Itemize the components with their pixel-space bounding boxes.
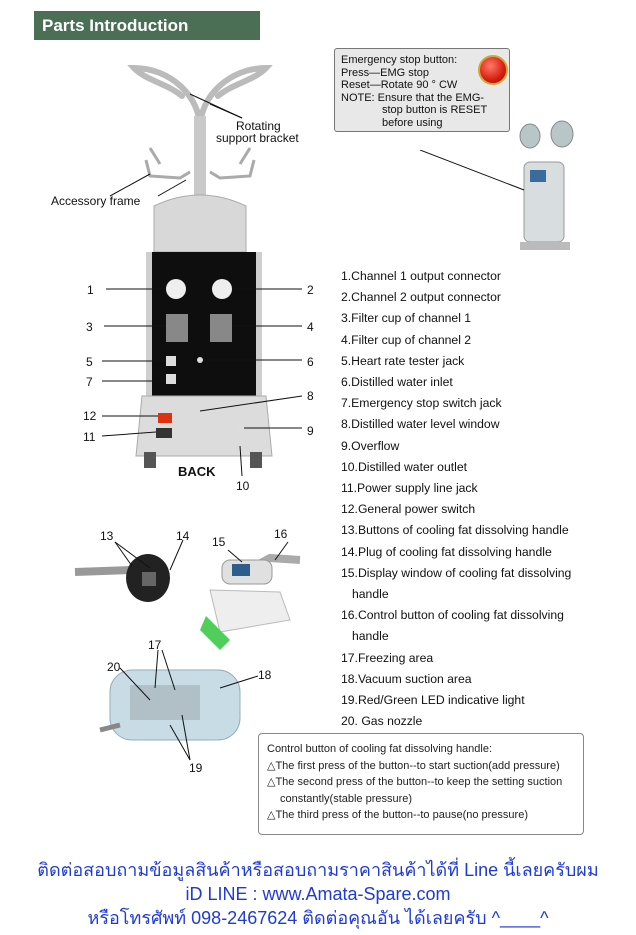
emergency-stop-icon: [478, 55, 508, 85]
control-title: Control button of cooling fat dissolving…: [267, 743, 493, 755]
list-item: 19.Red/Green LED indicative light: [341, 693, 525, 708]
back-label: BACK: [178, 464, 216, 479]
list-item: 13.Buttons of cooling fat dissolving han…: [341, 523, 569, 538]
callout-number: 6: [307, 355, 314, 369]
callout-number: 9: [307, 424, 314, 438]
support-bracket-label: support bracket: [216, 131, 299, 145]
callout-number: 7: [86, 375, 93, 389]
list-item: 2.Channel 2 output connector: [341, 290, 501, 305]
callout-number: 16: [274, 527, 288, 541]
list-item: 12.General power switch: [341, 502, 476, 517]
list-item: 6.Distilled water inlet: [341, 375, 453, 390]
list-item: 1.Channel 1 output connector: [341, 269, 501, 283]
list-item: 10.Distilled water outlet: [341, 459, 467, 474]
contact-line: ติดต่อสอบถามข้อมูลสินค้าหรือสอบถามราคาสิ…: [37, 860, 599, 880]
list-item: handle: [352, 629, 389, 644]
contact-footer: ติดต่อสอบถามข้อมูลสินค้าหรือสอบถามราคาสิ…: [0, 858, 636, 930]
list-item: 4.Filter cup of channel 2: [341, 332, 472, 347]
list-item: 16.Control button of cooling fat dissolv…: [341, 608, 564, 623]
list-item: 9.Overflow: [341, 438, 400, 453]
list-item: 11.Power supply line jack: [341, 481, 478, 496]
callout-number: 18: [258, 668, 272, 682]
callout-number: 15: [212, 535, 226, 549]
control-button-note: Control button of cooling fat dissolving…: [258, 733, 584, 835]
list-item: 7.Emergency stop switch jack: [341, 396, 502, 411]
machine-back-illustration: [101, 64, 303, 477]
list-item: 20. Gas nozzle: [341, 714, 423, 729]
callout-number: 10: [236, 479, 250, 493]
parts-list: 1.Channel 1 output connector 2.Channel 2…: [341, 266, 601, 732]
list-item: 17.Freezing area: [341, 650, 434, 665]
callout-number: 4: [307, 320, 314, 334]
callout-number: 14: [176, 529, 190, 543]
list-item: handle: [352, 587, 389, 602]
handle-illustrations: [74, 539, 301, 761]
contact-line: หรือโทรศัพท์ 098-2467624 ติดต่อคุณอัน ได…: [87, 908, 549, 928]
callout-number: 3: [86, 320, 93, 334]
list-item: 3.Filter cup of channel 1: [341, 311, 472, 326]
list-item: 18.Vacuum suction area: [341, 671, 472, 686]
callout-number: 20: [107, 660, 121, 674]
list-item: 5.Heart rate tester jack: [341, 353, 465, 368]
callout-number: 12: [83, 409, 97, 423]
list-item: 14.Plug of cooling fat dissolving handle: [341, 544, 552, 559]
leader-line: [420, 150, 525, 191]
callout-number: 1: [87, 283, 94, 297]
accessory-frame-label: Accessory frame: [51, 194, 141, 208]
callout-number: 8: [307, 389, 314, 403]
callout-number: 19: [189, 761, 203, 775]
callout-number: 11: [83, 430, 96, 444]
contact-line: iD LINE : www.Amata-Spare.com: [185, 884, 451, 904]
page-title: Parts Introduction: [34, 11, 260, 40]
callout-number: 2: [307, 283, 314, 297]
callout-number: 13: [100, 529, 114, 543]
rotating-label: Rotating: [236, 119, 281, 133]
emergency-stop-note: Emergency stop button: Press—EMG stop Re…: [334, 48, 510, 132]
list-item: 8.Distilled water level window: [341, 417, 500, 432]
callout-number: 17: [148, 638, 162, 652]
machine-front-thumbnail: [519, 120, 574, 250]
callout-number: 5: [86, 355, 93, 369]
list-item: 15.Display window of cooling fat dissolv…: [341, 565, 572, 580]
